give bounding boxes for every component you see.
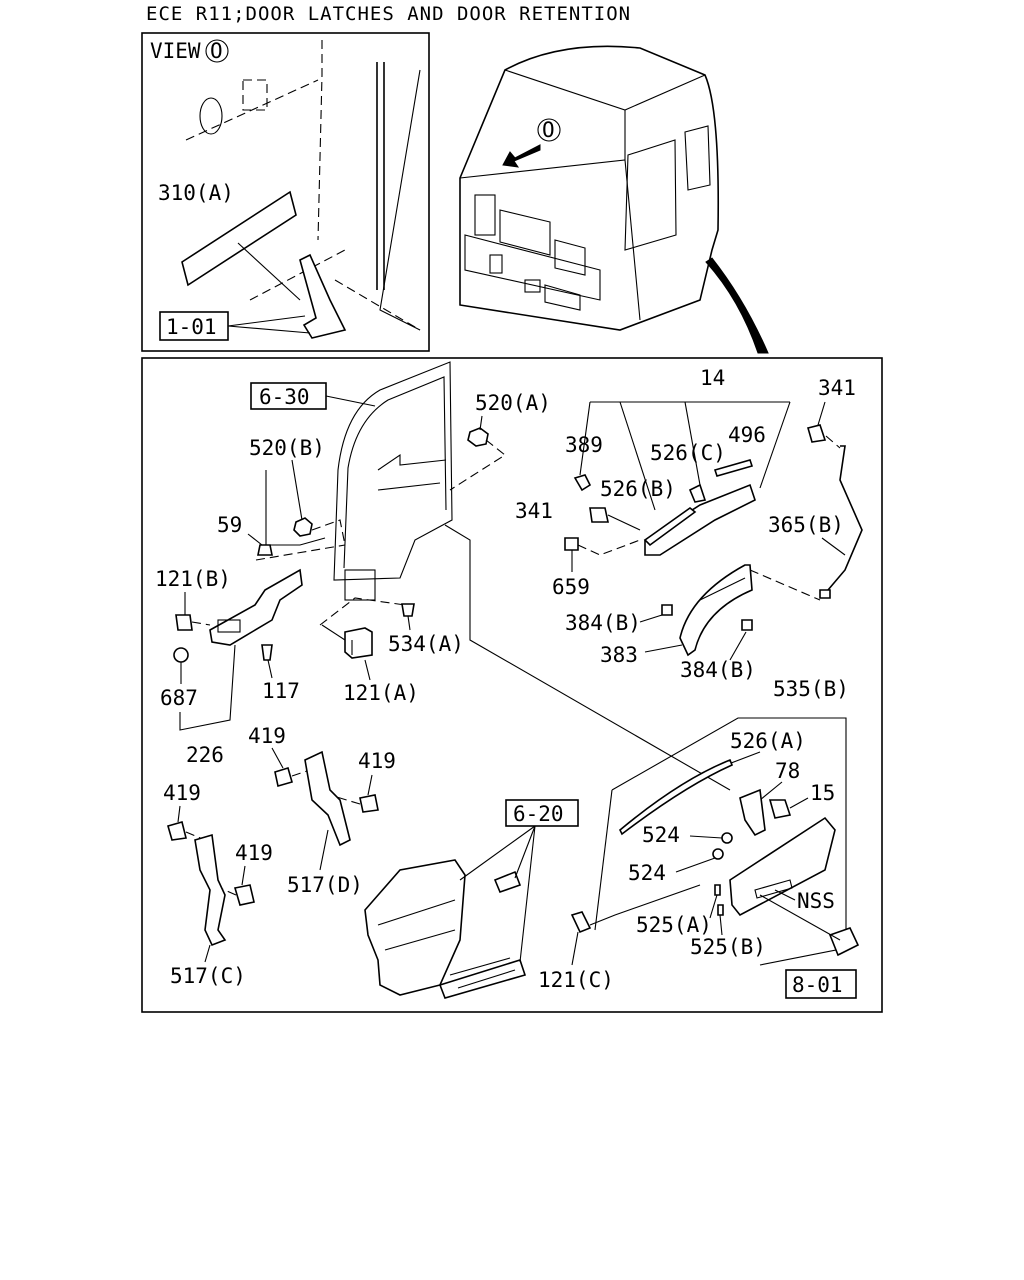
label-310a: 310(A) bbox=[158, 181, 234, 205]
ref-6-20: 6-20 bbox=[513, 802, 564, 826]
main-parts-frame bbox=[141, 357, 883, 1013]
step-cover-trim bbox=[643, 483, 756, 556]
part-520a: 520(A) bbox=[475, 391, 551, 415]
part-341-mid: 341 bbox=[515, 499, 553, 523]
part-384b-2: 384(B) bbox=[680, 658, 756, 682]
part-389: 389 bbox=[565, 433, 603, 457]
part-nss: NSS bbox=[797, 889, 835, 913]
step-panel bbox=[729, 816, 836, 917]
view-inset: VIEW O 310(A) 1-01 bbox=[141, 32, 430, 352]
part-121c: 121(C) bbox=[538, 968, 614, 992]
part-121a: 121(A) bbox=[343, 681, 419, 705]
part-517d: 517(D) bbox=[287, 873, 363, 897]
part-526b: 526(B) bbox=[600, 477, 676, 501]
part-341-top: 341 bbox=[818, 376, 856, 400]
view-marker: O bbox=[210, 39, 223, 63]
part-524-2: 524 bbox=[628, 861, 666, 885]
fender-panel-383 bbox=[679, 564, 753, 657]
diagram-title: ECE R11;DOOR LATCHES AND DOOR RETENTION bbox=[146, 3, 632, 25]
label-plate-310a bbox=[181, 190, 297, 287]
part-117: 117 bbox=[262, 679, 300, 703]
cab-view-marker: O bbox=[542, 118, 555, 142]
part-419-1: 419 bbox=[248, 724, 286, 748]
step-assembly bbox=[364, 859, 527, 999]
accelerator-pedal bbox=[299, 253, 347, 339]
part-226: 226 bbox=[186, 743, 224, 767]
part-520b: 520(B) bbox=[249, 436, 325, 460]
part-59: 59 bbox=[217, 513, 242, 537]
part-15: 15 bbox=[810, 781, 835, 805]
ref-6-30: 6-30 bbox=[259, 385, 310, 409]
truck-cab: O bbox=[459, 45, 769, 354]
part-419-3: 419 bbox=[163, 781, 201, 805]
part-534a: 534(A) bbox=[388, 632, 464, 656]
part-526c: 526(C) bbox=[650, 441, 726, 465]
door-frame bbox=[333, 361, 453, 601]
part-517c: 517(C) bbox=[170, 964, 246, 988]
part-526a: 526(A) bbox=[730, 729, 806, 753]
part-384b-1: 384(B) bbox=[565, 611, 641, 635]
part-383: 383 bbox=[600, 643, 638, 667]
part-121b: 121(B) bbox=[155, 567, 231, 591]
bracket-517d bbox=[304, 750, 351, 847]
part-659: 659 bbox=[552, 575, 590, 599]
part-524-1: 524 bbox=[642, 823, 680, 847]
ref-8-01: 8-01 bbox=[792, 973, 843, 997]
part-525a: 525(A) bbox=[636, 913, 712, 937]
part-365b: 365(B) bbox=[768, 513, 844, 537]
part-535b: 535(B) bbox=[773, 677, 849, 701]
part-78: 78 bbox=[775, 759, 800, 783]
ref-1-01: 1-01 bbox=[166, 315, 217, 339]
part-419-2: 419 bbox=[358, 749, 396, 773]
part-525b: 525(B) bbox=[690, 935, 766, 959]
door-striker bbox=[344, 627, 373, 659]
part-687: 687 bbox=[160, 686, 198, 710]
bracket-517c bbox=[194, 833, 227, 947]
part-14: 14 bbox=[700, 366, 725, 390]
part-496: 496 bbox=[728, 423, 766, 447]
view-label: VIEW bbox=[150, 39, 201, 63]
hinge-bracket bbox=[209, 568, 303, 646]
part-419-4: 419 bbox=[235, 841, 273, 865]
